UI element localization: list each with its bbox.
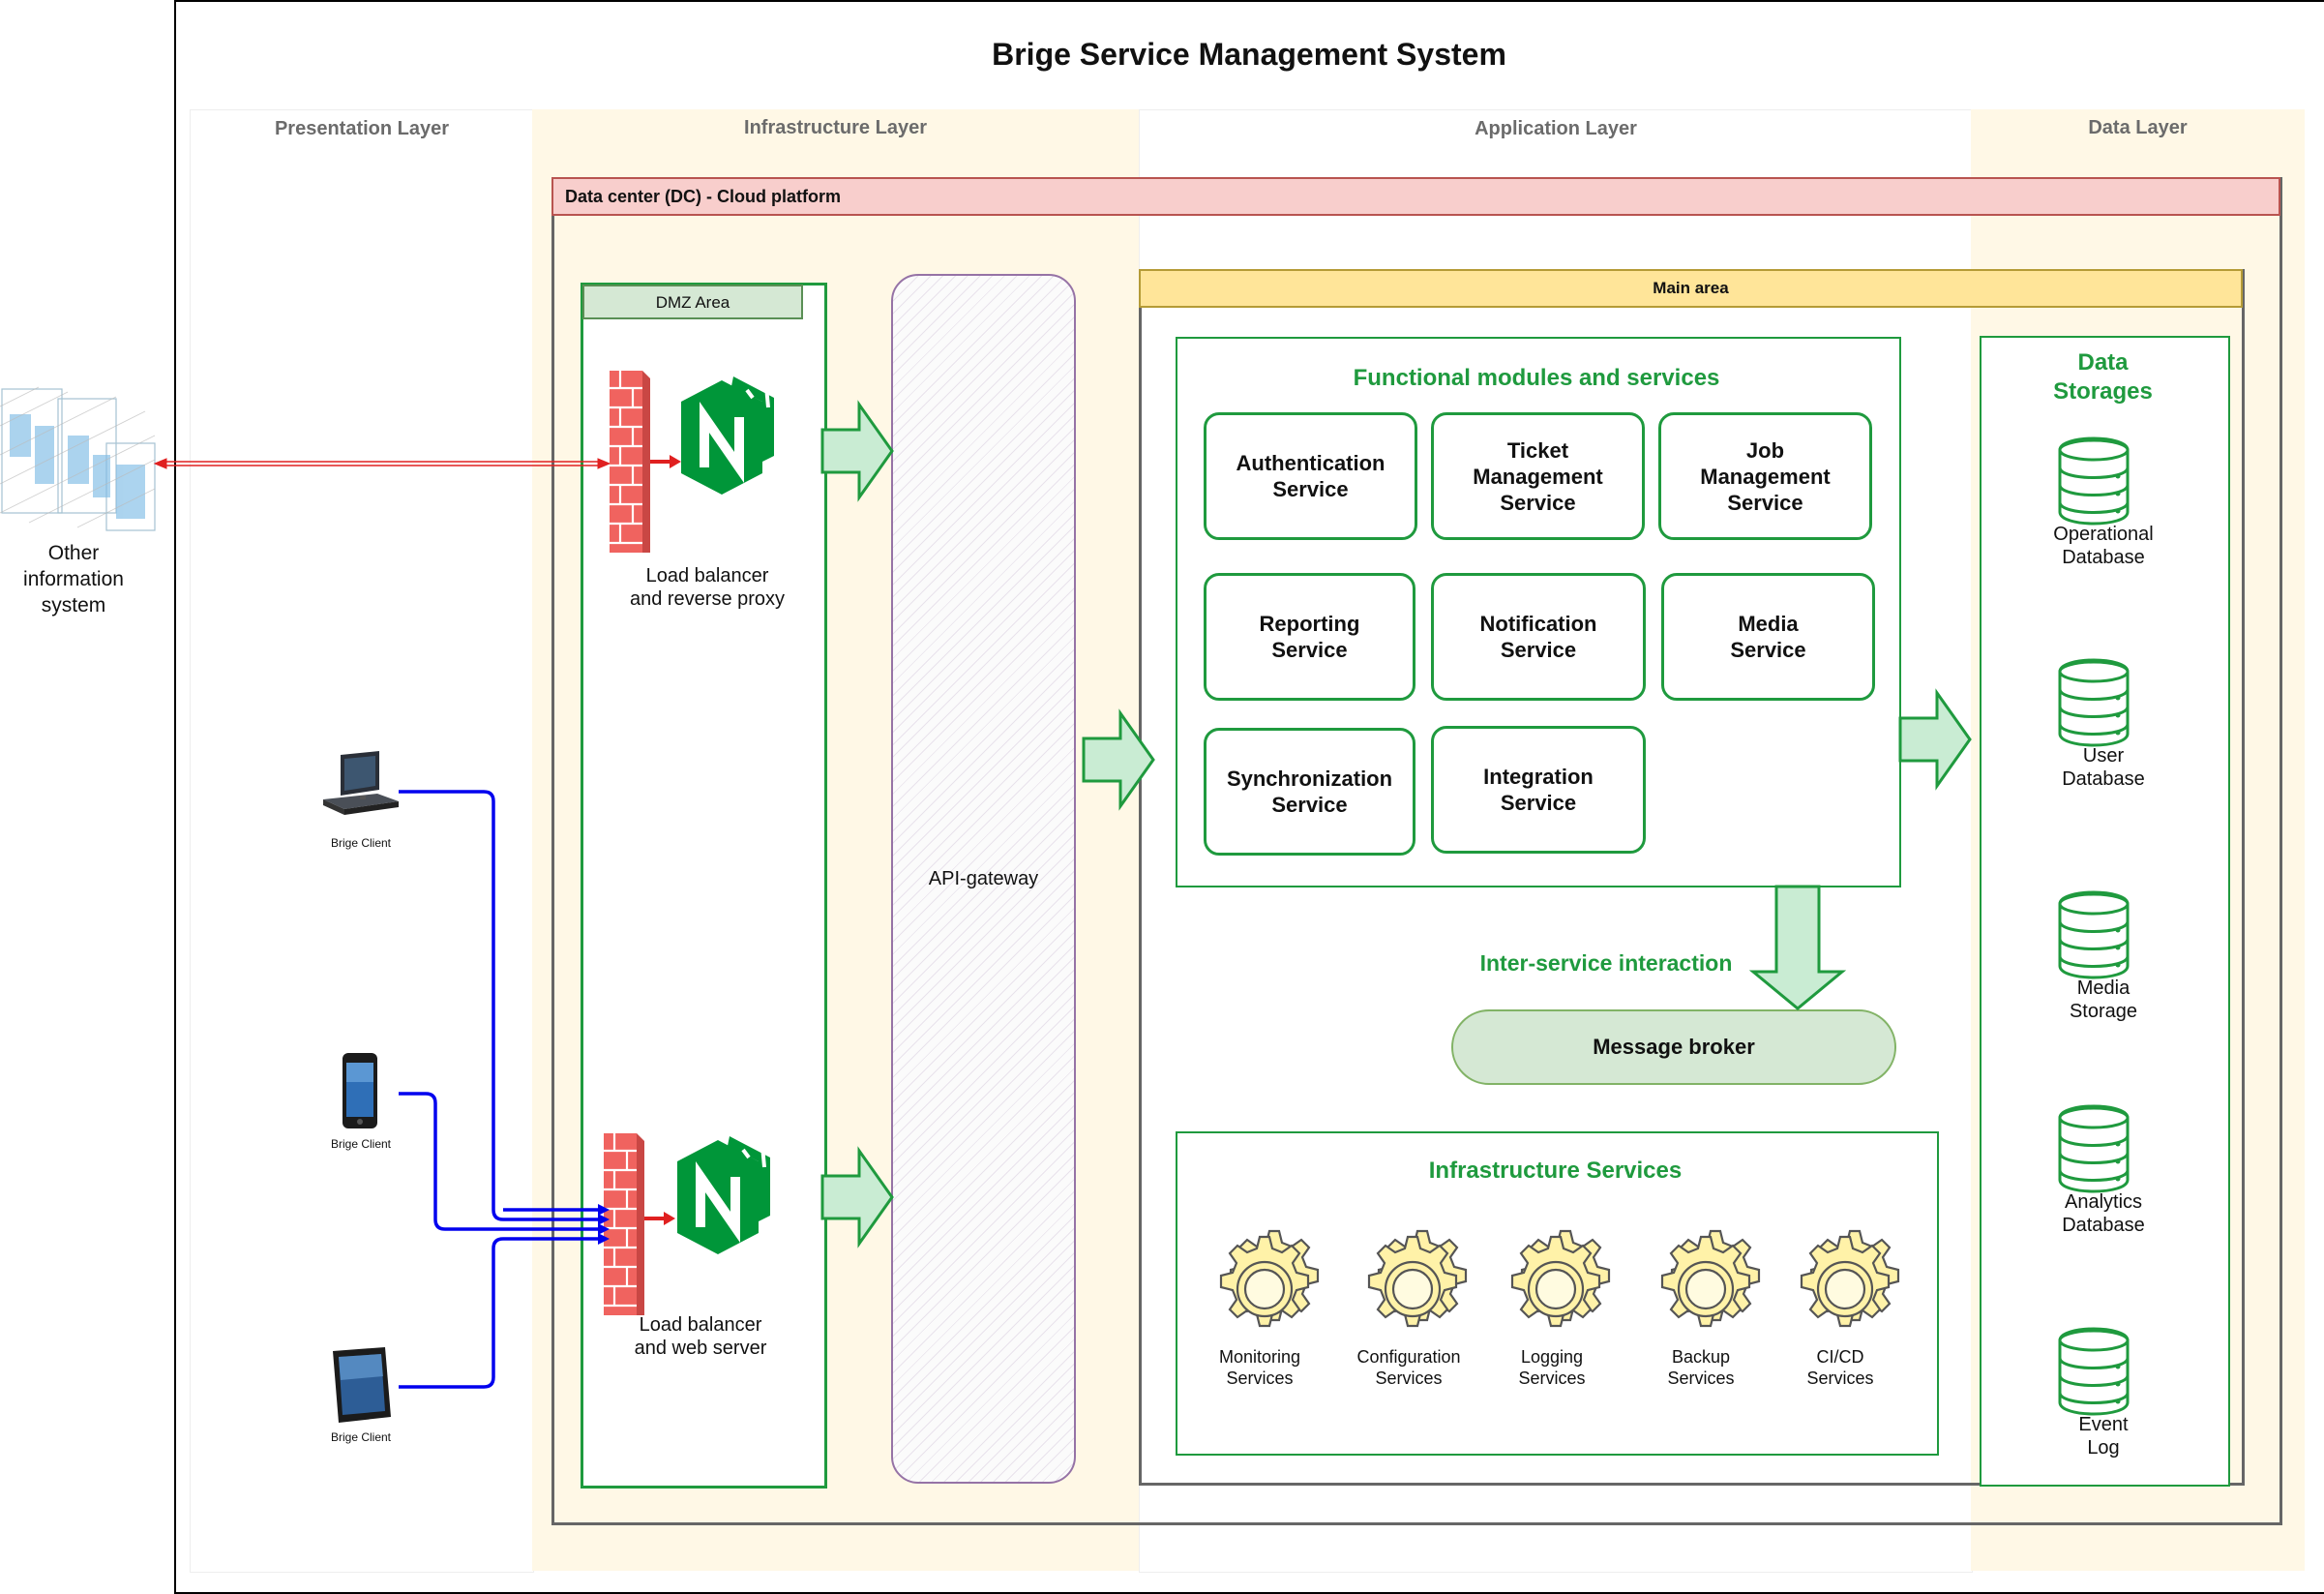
lane-data-title: Data Layer: [2088, 117, 2188, 138]
phone-client-icon: [343, 1053, 377, 1128]
arrow-gateway-to-services: [1082, 711, 1155, 808]
analytics-database-icon: [2058, 1104, 2130, 1193]
media-storage-icon: [2058, 890, 2130, 979]
load-balancer-proxy-label: Load balancer and reverse proxy: [629, 565, 786, 610]
infra-service-label: CI/CD Services: [1806, 1347, 1874, 1388]
firewall-icon: [608, 369, 652, 555]
lane-application-title: Application Layer: [1475, 118, 1637, 139]
storage-label: Analytics Database: [2062, 1191, 2145, 1236]
external-link: [153, 458, 611, 469]
service-ticket-management: Ticket Management Service: [1431, 412, 1645, 540]
infra-service-label: Monitoring Services: [1218, 1347, 1301, 1388]
client-label: Brige Client: [330, 1137, 392, 1151]
arrow-firewall-to-webserver: [644, 1212, 675, 1225]
arrow-services-to-broker: [1748, 885, 1847, 1010]
client-label: Brige Client: [330, 836, 392, 850]
functional-modules-title: Functional modules and services: [1353, 365, 1720, 391]
configuration-gear-icon: [1367, 1229, 1468, 1328]
service-synchronization: Synchronization Service: [1204, 728, 1415, 856]
storage-label: Media Storage: [2069, 977, 2138, 1022]
arrow-proxy-to-gateway: [820, 403, 894, 499]
infra-service-label: Logging Services: [1518, 1347, 1586, 1388]
cicd-gear-icon: [1800, 1229, 1900, 1328]
client-label: Brige Client: [330, 1430, 392, 1444]
infra-service-label: Configuration Services: [1356, 1347, 1461, 1388]
external-system-icon: [0, 386, 156, 531]
desktop-client-icon: [323, 751, 399, 815]
api-gateway: API-gateway: [891, 274, 1076, 1484]
dmz-area-label: DMZ Area: [582, 285, 803, 319]
arrow-firewall-to-proxy: [650, 455, 681, 468]
main-area-banner: Main area: [1139, 269, 2243, 308]
service-job-management: Job Management Service: [1658, 412, 1872, 540]
logging-gear-icon: [1510, 1229, 1611, 1328]
tablet-client-icon: [333, 1347, 391, 1423]
data-storages-title: Data Storages: [2053, 349, 2153, 405]
storage-label: Operational Database: [2053, 524, 2154, 568]
message-broker: Message broker: [1451, 1009, 1896, 1085]
client-links: [399, 790, 602, 1389]
service-media: Media Service: [1661, 573, 1875, 701]
lane-infrastructure-title: Infrastructure Layer: [744, 117, 927, 138]
service-notification: Notification Service: [1431, 573, 1646, 701]
operational-database-icon: [2058, 436, 2130, 526]
lane-presentation: Presentation Layer: [190, 109, 534, 1573]
inter-service-title: Inter-service interaction: [1479, 950, 1733, 976]
storage-label: Event Log: [2078, 1414, 2129, 1459]
data-center-banner: Data center (DC) - Cloud platform: [551, 177, 2280, 216]
nginx-icon: [681, 376, 774, 495]
firewall-icon: [602, 1131, 646, 1317]
api-gateway-label: API-gateway: [928, 867, 1039, 889]
nginx-icon: [677, 1136, 770, 1254]
arrow-services-to-storages: [1898, 691, 1972, 788]
service-reporting: Reporting Service: [1204, 573, 1415, 701]
storage-label: User Database: [2062, 745, 2145, 790]
lane-presentation-title: Presentation Layer: [274, 118, 450, 139]
infrastructure-services-title: Infrastructure Services: [1428, 1158, 1683, 1184]
monitoring-gear-icon: [1219, 1229, 1320, 1328]
external-system-label: Other information system: [23, 542, 124, 617]
infra-service-label: Backup Services: [1667, 1347, 1735, 1388]
arrow-webserver-to-gateway: [820, 1149, 894, 1246]
load-balancer-web-label: Load balancer and web server: [634, 1314, 767, 1359]
service-integration: Integration Service: [1431, 726, 1646, 854]
user-database-icon: [2058, 658, 2130, 747]
diagram-title: Brige Service Management System: [992, 37, 1506, 72]
backup-gear-icon: [1660, 1229, 1761, 1328]
client-link-arrowheads: [598, 1204, 610, 1245]
service-authentication: Authentication Service: [1204, 412, 1417, 540]
event-log-icon: [2058, 1327, 2130, 1416]
